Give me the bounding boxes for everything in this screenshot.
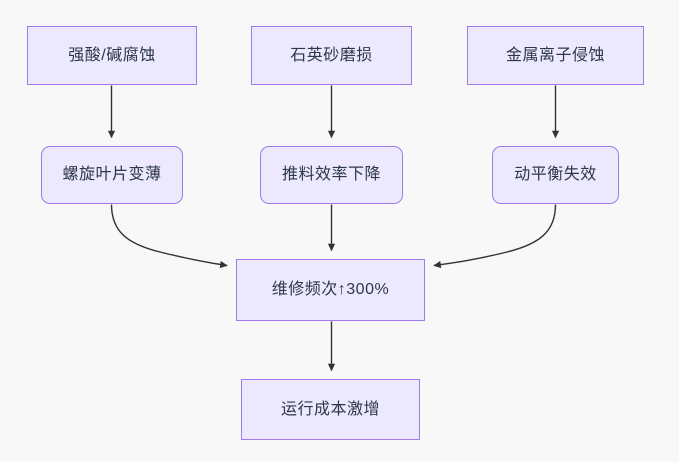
node-effect-blade-thinning[interactable]: 螺旋叶片变薄 — [41, 146, 183, 204]
node-label: 维修频次↑300% — [271, 281, 390, 299]
node-label: 螺旋叶片变薄 — [62, 166, 162, 184]
node-cause-metal-ion[interactable]: 金属离子侵蚀 — [467, 26, 644, 85]
node-effect-feed-efficiency[interactable]: 推料效率下降 — [260, 146, 403, 204]
edge-blade-to-maintenance — [110, 204, 228, 269]
node-effect-balance-failure[interactable]: 动平衡失效 — [492, 146, 619, 204]
node-label: 石英砂磨损 — [290, 46, 373, 64]
node-cause-sand[interactable]: 石英砂磨损 — [251, 26, 412, 85]
node-label: 推料效率下降 — [281, 166, 381, 184]
node-result-maintenance[interactable]: 维修频次↑300% — [236, 259, 425, 321]
node-label: 金属离子侵蚀 — [505, 46, 605, 64]
edge-balance-to-maintenance — [433, 204, 557, 269]
node-result-cost[interactable]: 运行成本激增 — [241, 379, 420, 440]
node-label: 强酸/碱腐蚀 — [68, 46, 156, 64]
node-label: 运行成本激增 — [280, 400, 380, 418]
node-label: 动平衡失效 — [514, 166, 597, 184]
node-cause-acid[interactable]: 强酸/碱腐蚀 — [27, 26, 197, 85]
